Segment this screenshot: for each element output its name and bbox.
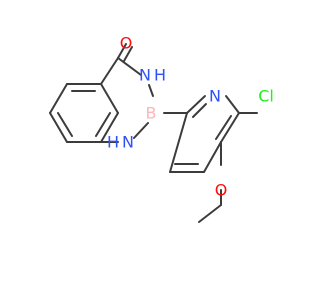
atom-pyridine-nitrogen: N [209, 87, 221, 106]
atom-nitrogen-1-h: H [107, 133, 119, 152]
bond [220, 112, 240, 143]
bond-c-o-double [123, 46, 133, 62]
bond-c-o [117, 43, 127, 59]
bond [49, 83, 68, 114]
double-bond-inner [57, 112, 73, 137]
bond [169, 112, 188, 173]
bonds [49, 43, 258, 223]
molecule-structure: O N H B N H N Cl O [49, 34, 274, 223]
bond-methyl [198, 204, 222, 223]
bond [49, 112, 68, 143]
bond [203, 141, 222, 173]
bond [186, 95, 206, 114]
atom-chlorine: Cl [258, 87, 274, 106]
bond [100, 57, 119, 85]
atom-boron: B [146, 104, 157, 123]
atom-nitrogen-3-h: H [154, 66, 166, 85]
double-bond-inner [215, 115, 232, 140]
atom-oxygen-carbonyl: O [120, 34, 133, 53]
bond [133, 122, 149, 139]
atom-nitrogen-3: N [139, 66, 151, 85]
atom-nitrogen-1: N [122, 133, 134, 152]
double-bond-inner [95, 112, 111, 137]
bond [100, 83, 119, 114]
atom-oxygen-methoxy: O [215, 181, 228, 200]
bond [117, 57, 142, 76]
double-bond-inner [192, 103, 207, 118]
molecule-diagram: O N H B N H N Cl O [49, 33, 274, 223]
bond [100, 112, 119, 143]
bond [148, 84, 154, 97]
bond [225, 95, 240, 114]
